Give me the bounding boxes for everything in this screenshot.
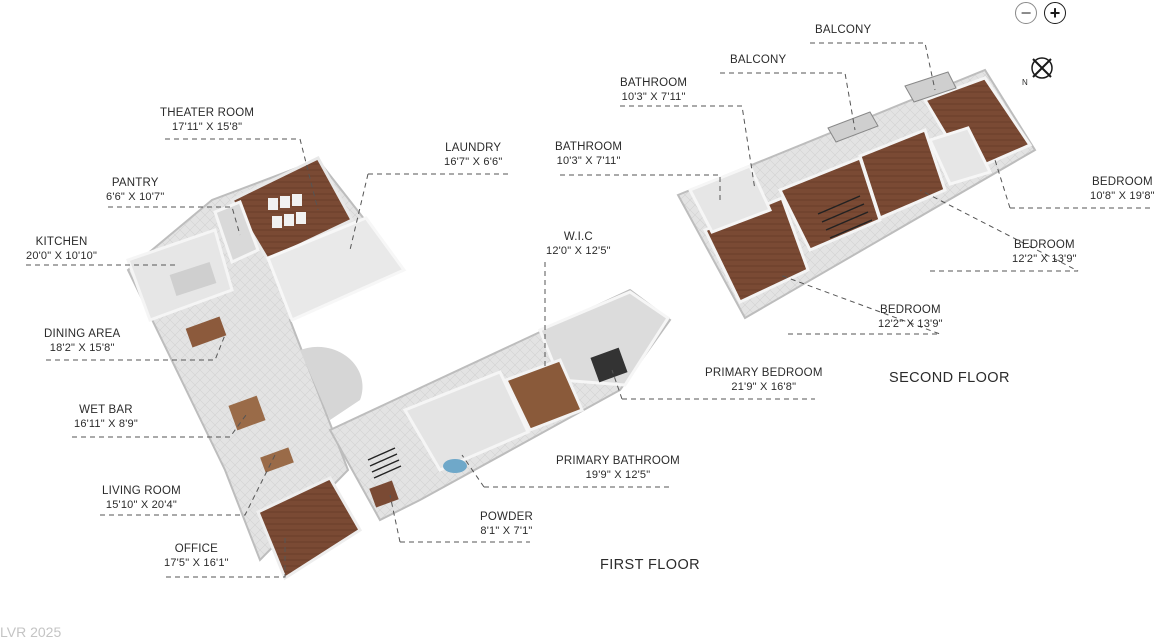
second-floor-plan [676, 68, 1037, 320]
zoom-in-button[interactable]: + [1044, 2, 1066, 24]
compass-icon [1031, 57, 1053, 79]
second-floor-title: SECOND FLOOR [889, 370, 1010, 386]
minus-icon: − [1020, 2, 1032, 23]
room-label-balcony-left: BALCONY [730, 54, 787, 66]
plus-icon: + [1049, 2, 1061, 23]
compass-north-label: N [1022, 78, 1028, 87]
first-floor-title: FIRST FLOOR [600, 557, 701, 573]
room-label-balcony-right: BALCONY [815, 24, 872, 36]
zoom-out-button[interactable]: − [1015, 2, 1037, 24]
first-floor-east-wing [328, 288, 672, 522]
watermark: LVR 2025 [0, 624, 62, 640]
leader-lines [26, 42, 1154, 578]
first-floor-plan [126, 156, 407, 581]
